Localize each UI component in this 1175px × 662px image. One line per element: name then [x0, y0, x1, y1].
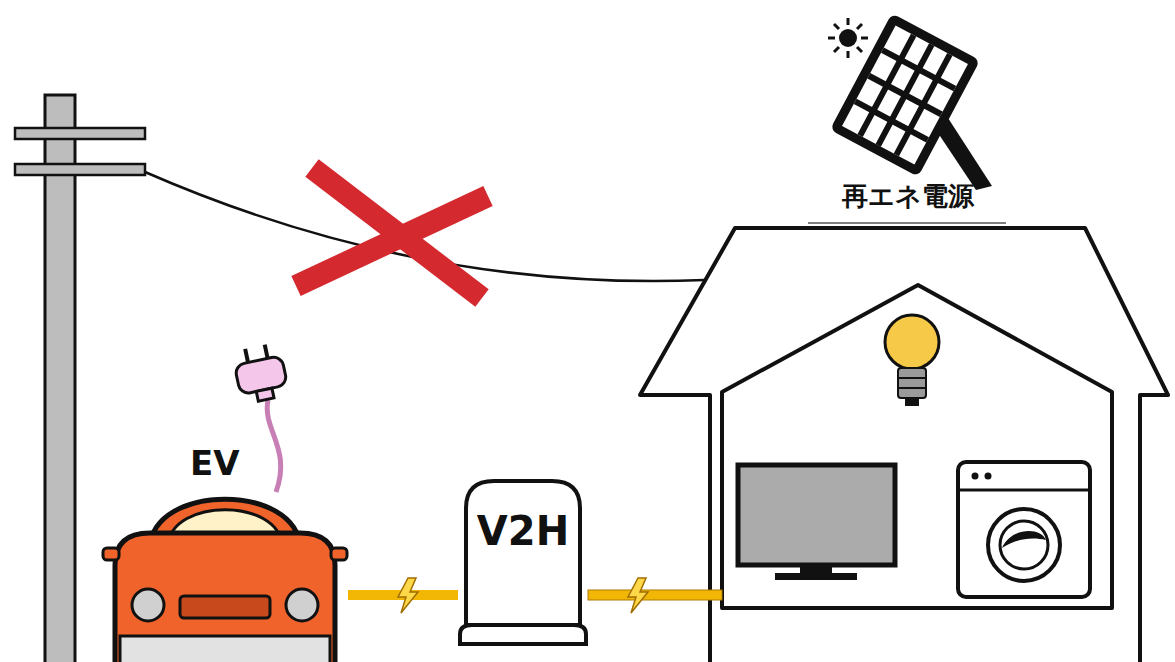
bulb-glass: [885, 315, 939, 369]
sun-icon: [828, 18, 868, 58]
panel-stand: [936, 118, 992, 190]
car-bumper: [120, 636, 330, 662]
node-label: EV: [190, 444, 260, 483]
car-grille: [180, 596, 270, 618]
car-headlight: [132, 589, 164, 621]
bulb-base: [898, 368, 926, 398]
v2h-base: [460, 625, 586, 644]
television: [738, 465, 895, 580]
node-label: 再エネ電源: [805, 182, 1010, 212]
plug: [231, 342, 289, 405]
car-body: [115, 533, 335, 662]
ev-car-node: EV: [108, 440, 348, 662]
label-underline: [808, 222, 1006, 224]
washing-machine: [958, 462, 1090, 597]
lightning-bolt: [398, 578, 418, 613]
sun-rays: [828, 18, 868, 58]
panel-grid: [842, 25, 968, 164]
plug-cord: [267, 400, 281, 492]
light-bulb: [885, 315, 939, 406]
solar-power-source: 再エネ電源: [805, 12, 1010, 226]
v2h-unit: V2H: [458, 478, 588, 648]
car-mirror: [103, 548, 119, 560]
pole-crossbar: [15, 128, 145, 139]
tv-screen: [738, 465, 895, 565]
pole-crossbar: [15, 164, 145, 175]
washer-door: [988, 509, 1060, 581]
washer-drum: [1002, 531, 1046, 548]
lightning-bolt: [628, 578, 648, 613]
car-mirror: [331, 548, 347, 560]
node-label: V2H: [458, 508, 588, 554]
v2h-housing: [458, 478, 588, 648]
house-power-cable: [588, 590, 722, 600]
tv-stand: [775, 573, 857, 580]
panel-frame: [830, 13, 980, 176]
ev-car: [103, 342, 347, 662]
car-headlight: [286, 589, 318, 621]
cross-stroke: [296, 196, 488, 286]
sun-disc: [839, 29, 857, 47]
panel-cells: [842, 25, 968, 164]
disconnected-mark: [296, 168, 488, 298]
pole-post: [45, 95, 75, 662]
house-inner: [722, 285, 1112, 608]
solar-panel: [830, 13, 992, 190]
washer-body: [958, 462, 1090, 597]
